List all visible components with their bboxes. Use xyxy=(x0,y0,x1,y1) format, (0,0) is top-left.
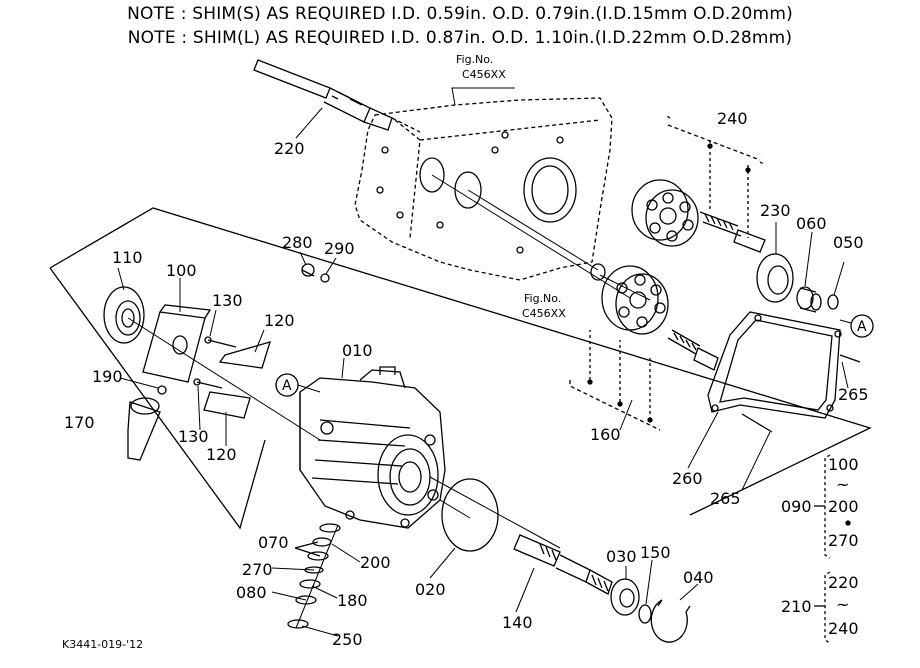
main-housing-010 xyxy=(299,366,446,529)
plug-280 xyxy=(301,263,315,277)
label-040: 040 xyxy=(683,568,714,587)
shaft-140 xyxy=(513,534,613,595)
label-240: 240 xyxy=(717,109,748,128)
label-050: 050 xyxy=(833,233,864,252)
fig-ref-mid-line1: Fig.No. xyxy=(524,292,561,305)
legend-090-plus: 270 xyxy=(828,531,859,550)
ref-marker-a-left-label: A xyxy=(282,378,292,394)
shaft-220 xyxy=(253,59,421,133)
label-180: 180 xyxy=(337,591,368,610)
pin-130-lower xyxy=(193,378,223,389)
label-220: 220 xyxy=(274,139,305,158)
label-290: 290 xyxy=(324,239,355,258)
legend-210-from: 220 xyxy=(828,573,859,592)
bearing-030 xyxy=(610,578,640,616)
cylinder-block-240 xyxy=(631,114,766,253)
label-190: 190 xyxy=(92,367,123,386)
label-170: 170 xyxy=(64,413,95,432)
ref-marker-a-right xyxy=(839,314,874,338)
legend-210-to: 240 xyxy=(828,619,859,638)
label-160: 160 xyxy=(590,425,621,444)
label-120-lower: 120 xyxy=(206,445,237,464)
label-070: 070 xyxy=(258,533,289,552)
oring-290 xyxy=(320,273,330,283)
label-080: 080 xyxy=(236,583,267,602)
label-020: 020 xyxy=(415,580,446,599)
cylinder-block-160 xyxy=(569,265,719,431)
thrust-plate-120-upper xyxy=(218,341,271,369)
label-110: 110 xyxy=(112,248,143,267)
label-230: 230 xyxy=(760,201,791,220)
spacer-060 xyxy=(796,286,822,313)
thrust-plate-120-lower xyxy=(203,391,251,419)
label-100: 100 xyxy=(166,261,197,280)
washer-050 xyxy=(827,294,839,310)
fig-ref-mid-line2: C456XX xyxy=(522,307,566,320)
label-leaders xyxy=(117,107,849,637)
lever-170 xyxy=(127,397,161,461)
valve-stack xyxy=(287,523,341,629)
legend-bullet xyxy=(845,520,851,526)
label-270: 270 xyxy=(242,560,273,579)
legend-210-tilde: ~ xyxy=(836,595,849,614)
label-130-upper: 130 xyxy=(212,291,243,310)
fig-ref-top-line1: Fig.No. xyxy=(456,53,493,66)
drawing-code: K3441-019-'12 xyxy=(62,638,143,651)
legend-090-to: 200 xyxy=(828,497,859,516)
note-shim-large: NOTE : SHIM(L) AS REQUIRED I.D. 0.87in. … xyxy=(127,28,793,48)
label-150: 150 xyxy=(640,543,671,562)
label-265-upper: 265 xyxy=(838,385,869,404)
gasket-260 xyxy=(707,311,861,433)
label-060: 060 xyxy=(796,214,827,233)
oil-seal-110 xyxy=(103,286,145,344)
label-010: 010 xyxy=(342,341,373,360)
label-200: 200 xyxy=(360,553,391,572)
oring-020 xyxy=(441,478,499,552)
label-250: 250 xyxy=(332,630,363,649)
bearing-230 xyxy=(756,253,794,303)
pin-130-upper xyxy=(204,336,237,348)
label-140: 140 xyxy=(502,613,533,632)
leader-lines xyxy=(127,174,651,549)
label-280: 280 xyxy=(282,233,313,252)
circlip-040 xyxy=(650,599,691,643)
note-shim-small: NOTE : SHIM(S) AS REQUIRED I.D. 0.59in. … xyxy=(127,4,793,24)
label-130-lower: 130 xyxy=(178,427,209,446)
label-265-lower: 265 xyxy=(710,489,741,508)
legend-090-tilde: ~ xyxy=(836,475,849,494)
label-030: 030 xyxy=(606,547,637,566)
fig-ref-top-line2: C456XX xyxy=(462,68,506,81)
seal-near-case xyxy=(590,263,606,281)
swash-plate-100 xyxy=(142,304,212,383)
upper-case-housing xyxy=(354,87,613,281)
assembly-outline xyxy=(49,207,872,530)
legend-210-key: 210 xyxy=(781,597,812,616)
label-120-upper: 120 xyxy=(264,311,295,330)
ref-marker-a-left xyxy=(275,373,321,397)
legend-bracket-210 xyxy=(814,571,831,644)
label-260: 260 xyxy=(672,469,703,488)
legend-bracket-090 xyxy=(814,454,831,559)
legend-090-key: 090 xyxy=(781,497,812,516)
ref-marker-a-right-label: A xyxy=(857,319,867,335)
snap-ring-150 xyxy=(638,604,652,624)
legend-090-from: 100 xyxy=(828,455,859,474)
trunnion-190 xyxy=(157,385,167,395)
